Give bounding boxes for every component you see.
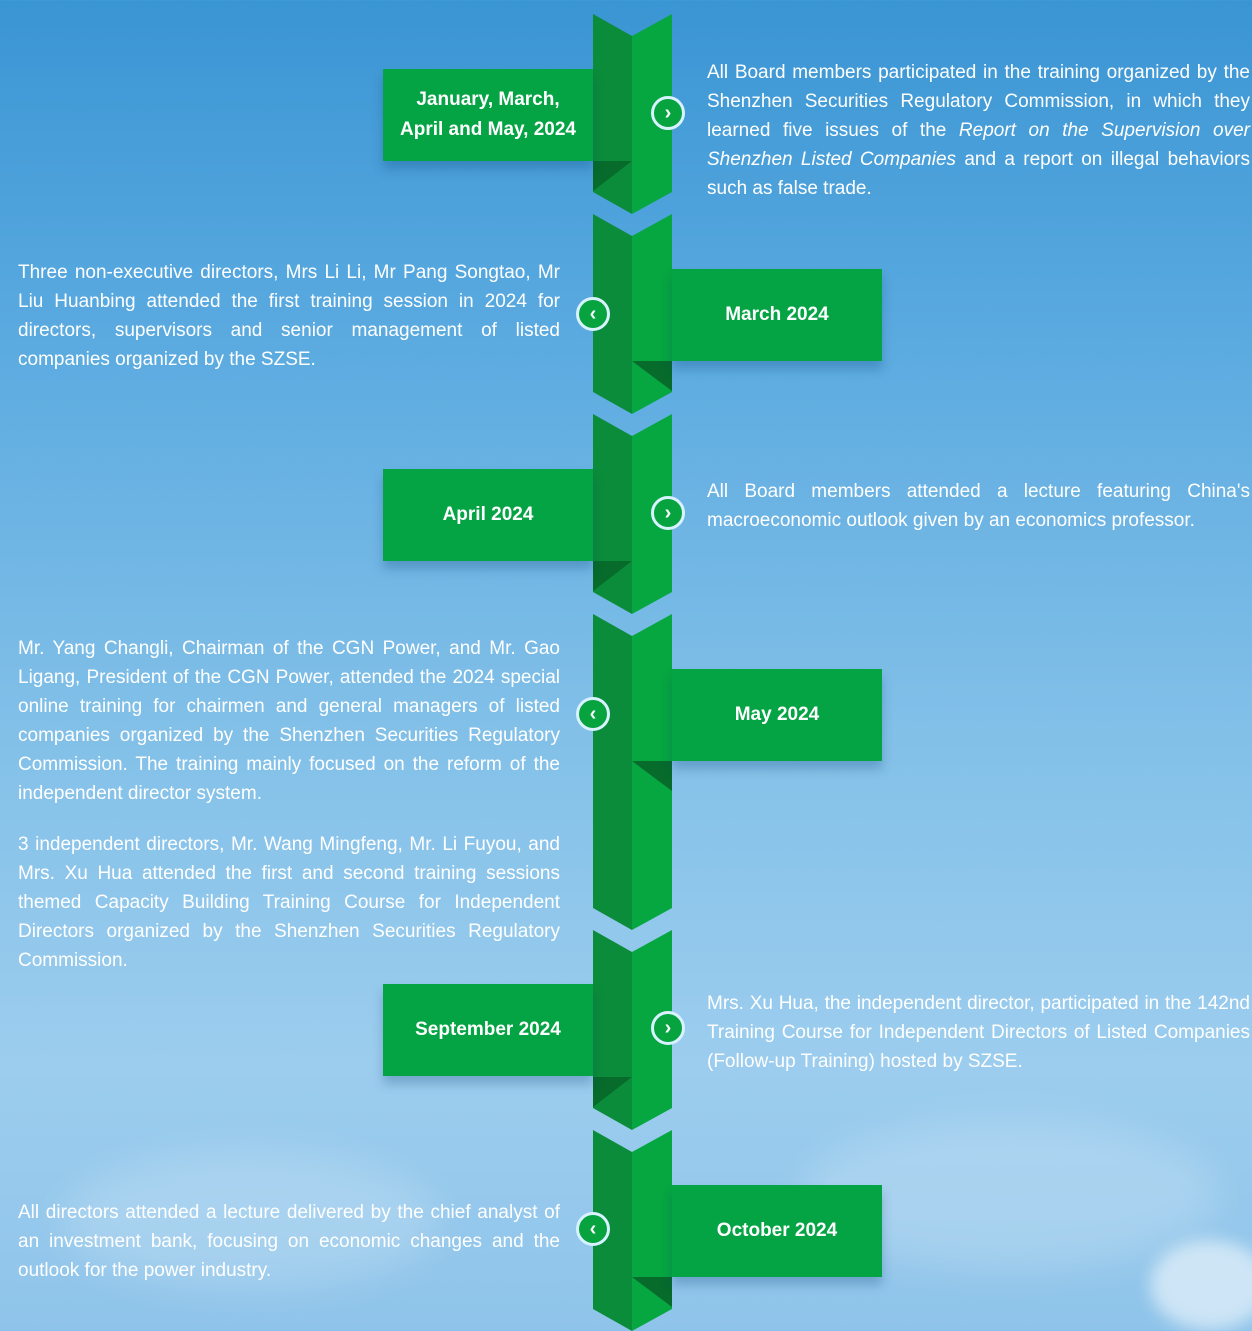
date-text: January, March, April and May, 2024	[400, 89, 576, 140]
label-fold	[632, 1277, 672, 1307]
label-fold	[632, 761, 672, 791]
chevron-left-icon[interactable]: ‹	[576, 1212, 610, 1246]
chevron-left-icon[interactable]: ‹	[576, 697, 610, 731]
date-text: October 2024	[716, 1220, 838, 1241]
entry-text: All Board members attended a lecture fea…	[707, 481, 1250, 531]
chevron-left-icon[interactable]: ‹	[576, 297, 610, 331]
entry-italic-title: Report on the Supervision over Shenzhen …	[707, 120, 1250, 170]
date-label-jan-may: January, March, April and May, 2024	[383, 69, 593, 161]
entry-description: All directors attended a lecture deliver…	[18, 1198, 560, 1307]
entry-text: 3 independent directors, Mr. Wang Mingfe…	[18, 834, 560, 971]
label-fold	[593, 1077, 632, 1107]
entry-text: Mr. Yang Changli, Chairman of the CGN Po…	[18, 638, 560, 804]
date-text: September 2024	[415, 1019, 561, 1040]
date-label-october: October 2024	[672, 1185, 882, 1277]
entry-description: All Board members participated in the tr…	[707, 58, 1250, 225]
entry-description: All Board members attended a lecture fea…	[707, 477, 1250, 557]
entry-description: Three non-executive directors, Mrs Li Li…	[18, 258, 560, 396]
entry-description: Mrs. Xu Hua, the independent director, p…	[707, 989, 1250, 1098]
spine-segment-left	[593, 1130, 632, 1331]
date-label-march: March 2024	[672, 269, 882, 361]
date-text: April 2024	[442, 504, 534, 525]
chevron-right-icon[interactable]: ›	[651, 1011, 685, 1045]
label-fold	[632, 361, 672, 391]
label-fold	[593, 161, 632, 191]
background-cloud	[1150, 1240, 1252, 1330]
entry-text: All directors attended a lecture deliver…	[18, 1202, 560, 1281]
entry-text: and a report on illegal behaviors such a…	[707, 149, 1250, 199]
entry-text: Three non-executive directors, Mrs Li Li…	[18, 262, 560, 370]
label-fold	[593, 561, 632, 591]
date-text: March 2024	[725, 304, 829, 325]
background-cloud	[60, 1150, 440, 1290]
spine-segment-left	[593, 214, 632, 414]
date-label-september: September 2024	[383, 984, 593, 1076]
entry-text: Mrs. Xu Hua, the independent director, p…	[707, 993, 1250, 1072]
entry-text: All Board members participated in the tr…	[707, 62, 1250, 141]
date-text: May 2024	[734, 704, 820, 725]
date-label-april: April 2024	[383, 469, 593, 561]
date-label-may: May 2024	[672, 669, 882, 761]
entry-description: Mr. Yang Changli, Chairman of the CGN Po…	[18, 634, 560, 997]
spine-segment-left	[593, 614, 632, 930]
chevron-right-icon[interactable]: ›	[651, 496, 685, 530]
chevron-right-icon[interactable]: ›	[651, 96, 685, 130]
